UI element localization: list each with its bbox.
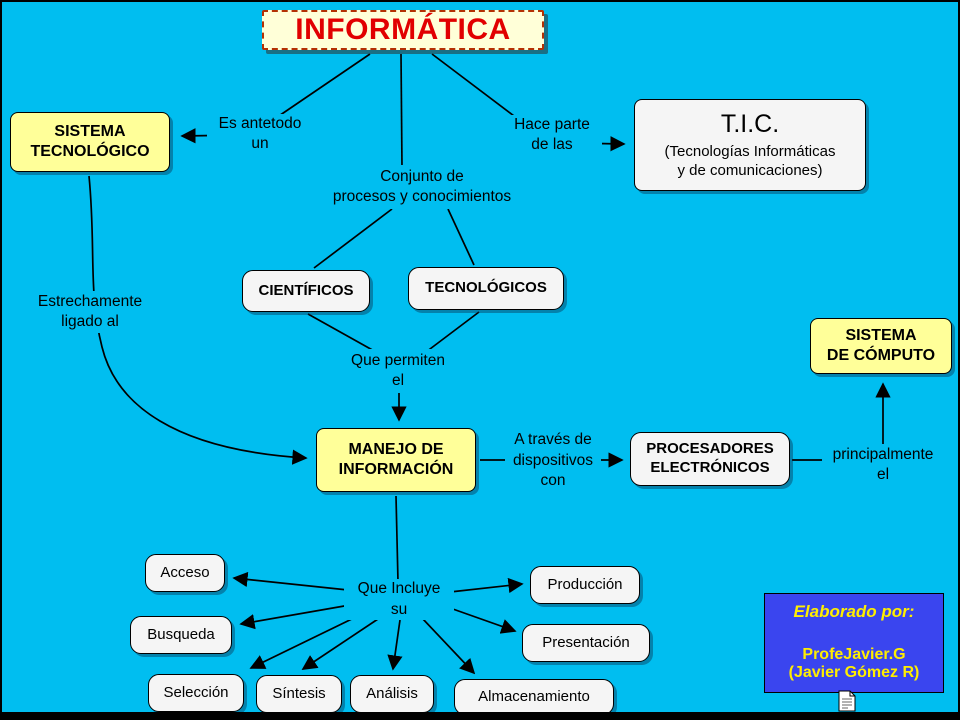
arrow-to-almacenamiento bbox=[421, 617, 476, 675]
line-manejo-to-queincluye bbox=[395, 495, 399, 583]
node-presentacion: Presentación bbox=[522, 624, 650, 662]
credits-author-fullname: (Javier Gómez R) bbox=[788, 664, 920, 681]
node-busqueda: Busqueda bbox=[130, 616, 232, 654]
node-sintesis: Síntesis bbox=[256, 675, 342, 712]
link-label-que-incluye: Que Incluye su bbox=[344, 579, 454, 620]
node-manejo-informacion: MANEJO DE INFORMACIÓN bbox=[316, 428, 476, 492]
link-label-estrechamente: Estrechamente ligado al bbox=[22, 291, 158, 333]
credits-box: Elaborado por: ProfeJavier.G (Javier Góm… bbox=[764, 593, 944, 693]
link-label-que-permiten: Que permiten el bbox=[338, 349, 458, 393]
arrow-to-analisis bbox=[387, 619, 403, 671]
link-label-a-traves: A través de dispositivos con bbox=[505, 429, 601, 493]
arrow-to-sintesis bbox=[301, 618, 379, 670]
arrow-to-busqueda bbox=[239, 604, 351, 630]
link-label-principalmente: principalmente el bbox=[822, 444, 944, 486]
node-tic: T.I.C. (Tecnologías Informáticas y de co… bbox=[634, 99, 866, 191]
arrow-to-acceso bbox=[232, 571, 349, 591]
arrow-to-presentacion bbox=[449, 607, 517, 634]
node-seleccion: Selección bbox=[148, 674, 244, 712]
tic-subtitle: (Tecnologías Informáticas y de comunicac… bbox=[664, 143, 836, 180]
node-sistema-tecnologico: SISTEMA TECNOLÓGICO bbox=[10, 112, 170, 172]
link-label-conjunto: Conjunto de procesos y conocimientos bbox=[332, 165, 512, 209]
line-conjunto-to-tecnologicos bbox=[447, 208, 475, 266]
node-tecnologicos: TECNOLÓGICOS bbox=[408, 267, 564, 310]
node-procesadores-electronicos: PROCESADORES ELECTRÓNICOS bbox=[630, 432, 790, 486]
link-label-es-antetodo: Es antetodo un bbox=[207, 114, 313, 154]
arrow-to-seleccion bbox=[249, 615, 359, 669]
node-almacenamiento: Almacenamiento bbox=[454, 679, 614, 712]
tic-title: T.I.C. bbox=[720, 110, 780, 139]
node-sistema-computo: SISTEMA DE CÓMPUTO bbox=[810, 318, 952, 374]
line-conjunto-to-cientificos bbox=[313, 208, 393, 269]
credits-heading: Elaborado por: bbox=[793, 602, 915, 621]
credits-author: ProfeJavier.G bbox=[802, 646, 906, 663]
line-tecnologicos-to-quepermiten bbox=[425, 311, 480, 353]
line-title-to-hace-parte bbox=[431, 53, 523, 123]
line-cientificos-to-quepermiten bbox=[307, 313, 377, 353]
node-analisis: Análisis bbox=[350, 675, 434, 712]
document-icon bbox=[838, 690, 856, 712]
line-title-to-conjunto bbox=[400, 53, 403, 169]
arrow-to-produccion bbox=[449, 577, 524, 594]
line-title-to-es-antetodo bbox=[269, 53, 371, 123]
node-acceso: Acceso bbox=[145, 554, 225, 592]
node-informatica: INFORMÁTICA bbox=[262, 10, 544, 50]
link-label-hace-parte: Hace parte de las bbox=[502, 115, 602, 155]
node-cientificos: CIENTÍFICOS bbox=[242, 270, 370, 312]
node-produccion: Producción bbox=[530, 566, 640, 604]
arrow-sistema-tecnologico-to-manejo bbox=[88, 175, 308, 465]
